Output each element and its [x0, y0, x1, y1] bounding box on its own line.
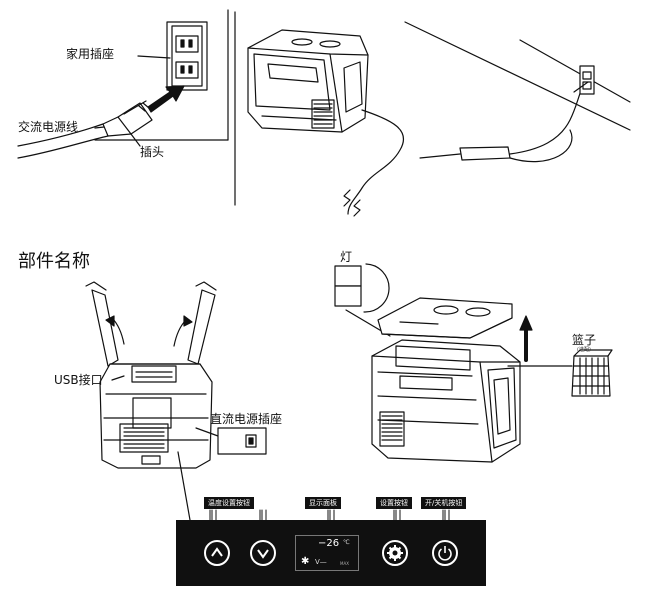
display-mode: MAX [340, 561, 349, 566]
panel-leader-line [177, 451, 191, 521]
cooler-front-open [85, 281, 217, 469]
socket-leader-line [137, 55, 171, 59]
cooler-right-lid [377, 297, 513, 339]
insert-arrow [147, 85, 185, 113]
display-tag: 显示面板 [305, 497, 341, 509]
display-unit: ℃ [343, 539, 350, 546]
household-socket-plate [166, 21, 208, 91]
ac-power-cord [17, 123, 109, 159]
plug-label: 插头 [140, 145, 165, 159]
dc-socket-detail [217, 427, 267, 455]
power-adapter [419, 87, 583, 163]
cord-leader-line [94, 126, 105, 129]
usb-leader-line [111, 375, 125, 381]
temp-up-button[interactable] [204, 540, 230, 566]
ac-power-cord-label: 交流电源线 [18, 120, 79, 134]
settings-button-tag: 设置按钮 [376, 497, 412, 509]
lamp-label: 灯 [340, 250, 353, 264]
cooler-right-body [371, 339, 521, 463]
gear-icon [387, 545, 403, 561]
power-icon [438, 546, 452, 561]
temp-button-tag: 温度设置按钮 [204, 497, 254, 509]
control-panel: −26 ℃ ✱ V— MAX [176, 520, 486, 586]
plug-leader-line [130, 133, 141, 147]
lift-arrow [519, 315, 533, 362]
display-voltage: V— [315, 558, 327, 566]
cooler-top-right [247, 29, 369, 133]
basket-note: (选配) [577, 347, 591, 353]
household-socket-label: 家用插座 [66, 47, 115, 61]
wall-corner-left [94, 9, 229, 141]
panel-callout-arrows [209, 509, 450, 521]
usb-port-label: USB接口 [54, 373, 103, 387]
power-button-tag: 开/关机按钮 [421, 497, 467, 509]
wall-socket-right [573, 65, 595, 95]
chevron-up-icon [211, 547, 223, 557]
display-temperature: −26 [318, 538, 340, 549]
plug-body [102, 100, 153, 137]
dc-socket-leader-line [195, 427, 219, 437]
basket-detail [571, 349, 613, 397]
power-button[interactable] [432, 540, 458, 566]
chevron-down-icon [257, 549, 269, 559]
dc-socket-label: 直流电源插座 [210, 412, 283, 426]
parts-title: 部件名称 [18, 251, 90, 272]
display-panel: −26 ℃ ✱ V— MAX [295, 535, 359, 571]
settings-button[interactable] [382, 540, 408, 566]
wall-floor-lines-right [234, 11, 631, 206]
basket-label: 篮子 [572, 333, 597, 347]
dc-cable [343, 109, 405, 217]
snowflake-icon: ✱ [301, 556, 310, 567]
temp-down-button[interactable] [250, 540, 276, 566]
